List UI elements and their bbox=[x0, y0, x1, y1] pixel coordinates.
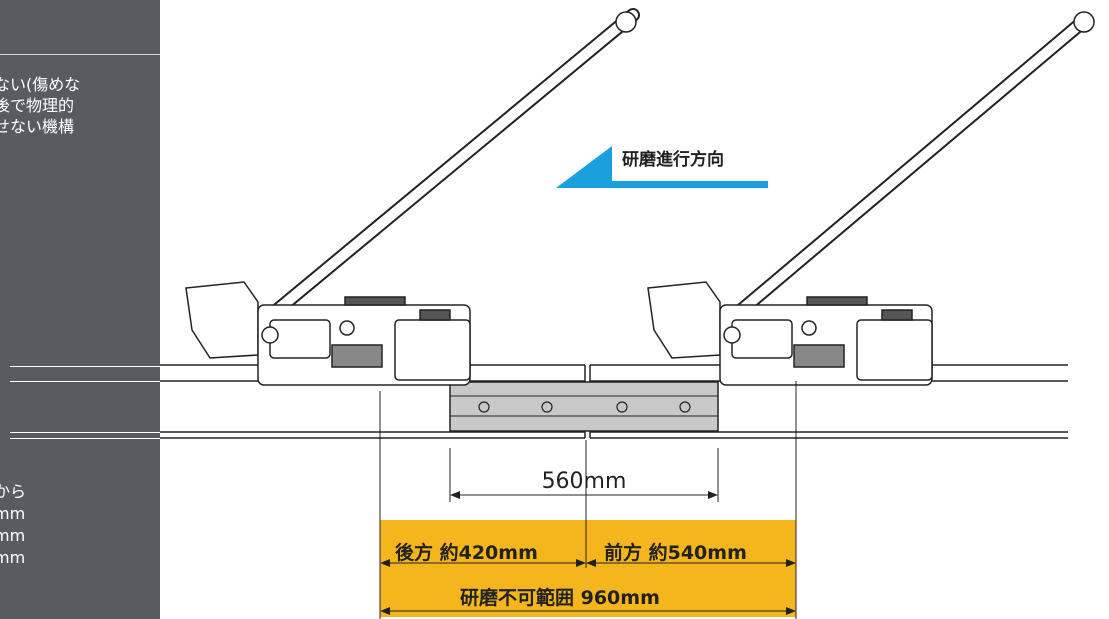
grinder-machine-rear bbox=[185, 8, 640, 386]
sidebar-panel: ない(傷めな 後で物理的 せない機構 から mm mm mm bbox=[0, 0, 160, 619]
rear-range-label: 後方 約420mm bbox=[395, 542, 538, 564]
front-range-label: 前方 約540mm bbox=[604, 542, 747, 564]
gap-dimension-label: 560mm bbox=[541, 469, 627, 494]
dimension-lines bbox=[379, 381, 797, 619]
sidebar-bottom-text: から mm mm mm bbox=[0, 482, 27, 567]
joint-bar bbox=[449, 381, 719, 432]
direction-arrow-icon bbox=[556, 146, 768, 188]
unground-range-band bbox=[380, 520, 796, 617]
sidebar-top-text: ない(傷めな 後で物理的 せない機構 bbox=[0, 75, 81, 136]
sidebar-rail-line bbox=[10, 432, 160, 433]
total-range-label: 研磨不可範囲 960mm bbox=[460, 587, 660, 609]
dimension-arrowheads bbox=[380, 491, 796, 615]
grinder-machine-front bbox=[647, 11, 1095, 386]
sidebar-rail-line bbox=[10, 366, 160, 367]
sidebar-rail-line bbox=[10, 438, 160, 439]
sidebar-divider bbox=[0, 54, 160, 55]
direction-label: 研磨進行方向 bbox=[622, 150, 724, 170]
sidebar-rail-line bbox=[10, 381, 160, 382]
